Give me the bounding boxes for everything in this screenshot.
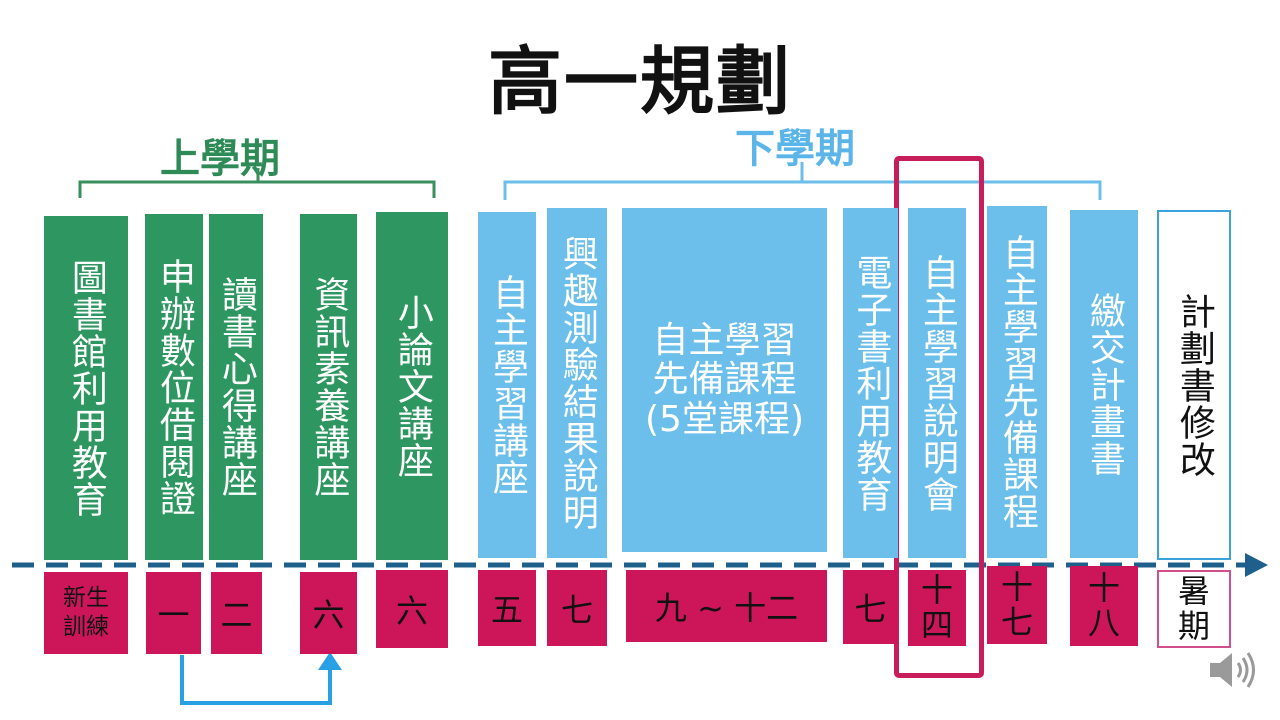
column-label: 小論文講座 [391, 293, 433, 479]
column-label: 自主學習講座 [486, 274, 528, 496]
column-library-education: 圖書館利用教育 [44, 216, 128, 560]
column-submit-plan: 繳交計畫書 [1070, 210, 1138, 558]
week-14: 十 四 [908, 570, 966, 646]
first-semester-label: 上學期 [160, 136, 280, 182]
column-label: 自主學習先備課程 [996, 234, 1038, 530]
column-info-literacy: 資訊素養講座 [300, 214, 357, 560]
column-label: 興趣測驗結果說明 [556, 235, 598, 531]
column-label: 自主學習 先備課程 (5堂課程) [645, 319, 804, 440]
column-reading-lecture: 讀書心得講座 [209, 214, 263, 560]
week-6b: 六 [376, 570, 448, 648]
week-5: 五 [478, 570, 536, 646]
column-ebook-education: 電子書利用教育 [843, 208, 898, 558]
week-17: 十 七 [987, 566, 1047, 644]
column-label: 繳交計畫書 [1083, 291, 1125, 477]
column-label: 電子書利用教育 [850, 253, 892, 513]
column-interest-test: 興趣測驗結果說明 [547, 208, 607, 558]
connector-arrowhead [318, 652, 342, 670]
column-label: 自主學習說明會 [916, 253, 958, 513]
week-6a: 六 [300, 572, 357, 654]
week-2: 二 [211, 572, 262, 654]
week-summer: 暑 期 [1157, 570, 1231, 648]
week-7a: 七 [547, 570, 607, 646]
column-label: 圖書館利用教育 [65, 258, 107, 518]
column-digital-card: 申辦數位借閱證 [145, 214, 203, 560]
column-prerequisite-courses: 自主學習 先備課程 (5堂課程) [622, 208, 827, 552]
column-prerequisite-course: 自主學習先備課程 [987, 206, 1047, 558]
page-title: 高一規劃 [488, 39, 792, 125]
second-semester-label: 下學期 [735, 126, 855, 172]
second-semester-brace [503, 162, 1102, 200]
column-label: 讀書心得講座 [215, 276, 257, 498]
week-new-student: 新生 訓練 [44, 572, 128, 654]
column-label: 計劃書修改 [1173, 292, 1215, 478]
week-1: 一 [146, 572, 201, 654]
timeline-arrowhead [1245, 553, 1268, 577]
first-semester-brace [78, 168, 436, 198]
column-briefing-session: 自主學習說明會 [908, 208, 966, 558]
column-plan-revision: 計劃書修改 [1157, 210, 1231, 560]
speaker-icon[interactable] [1204, 645, 1260, 695]
week-7b: 七 [843, 570, 898, 644]
week-18: 十 八 [1070, 566, 1138, 646]
column-essay-lecture: 小論文講座 [376, 212, 448, 560]
column-label: 申辦數位借閱證 [153, 257, 195, 517]
week-9-12: 九 ~ 十二 [626, 570, 827, 642]
column-label: 資訊素養講座 [308, 276, 350, 498]
connector-arrow [180, 655, 332, 705]
column-self-learning-lecture: 自主學習講座 [478, 212, 536, 558]
